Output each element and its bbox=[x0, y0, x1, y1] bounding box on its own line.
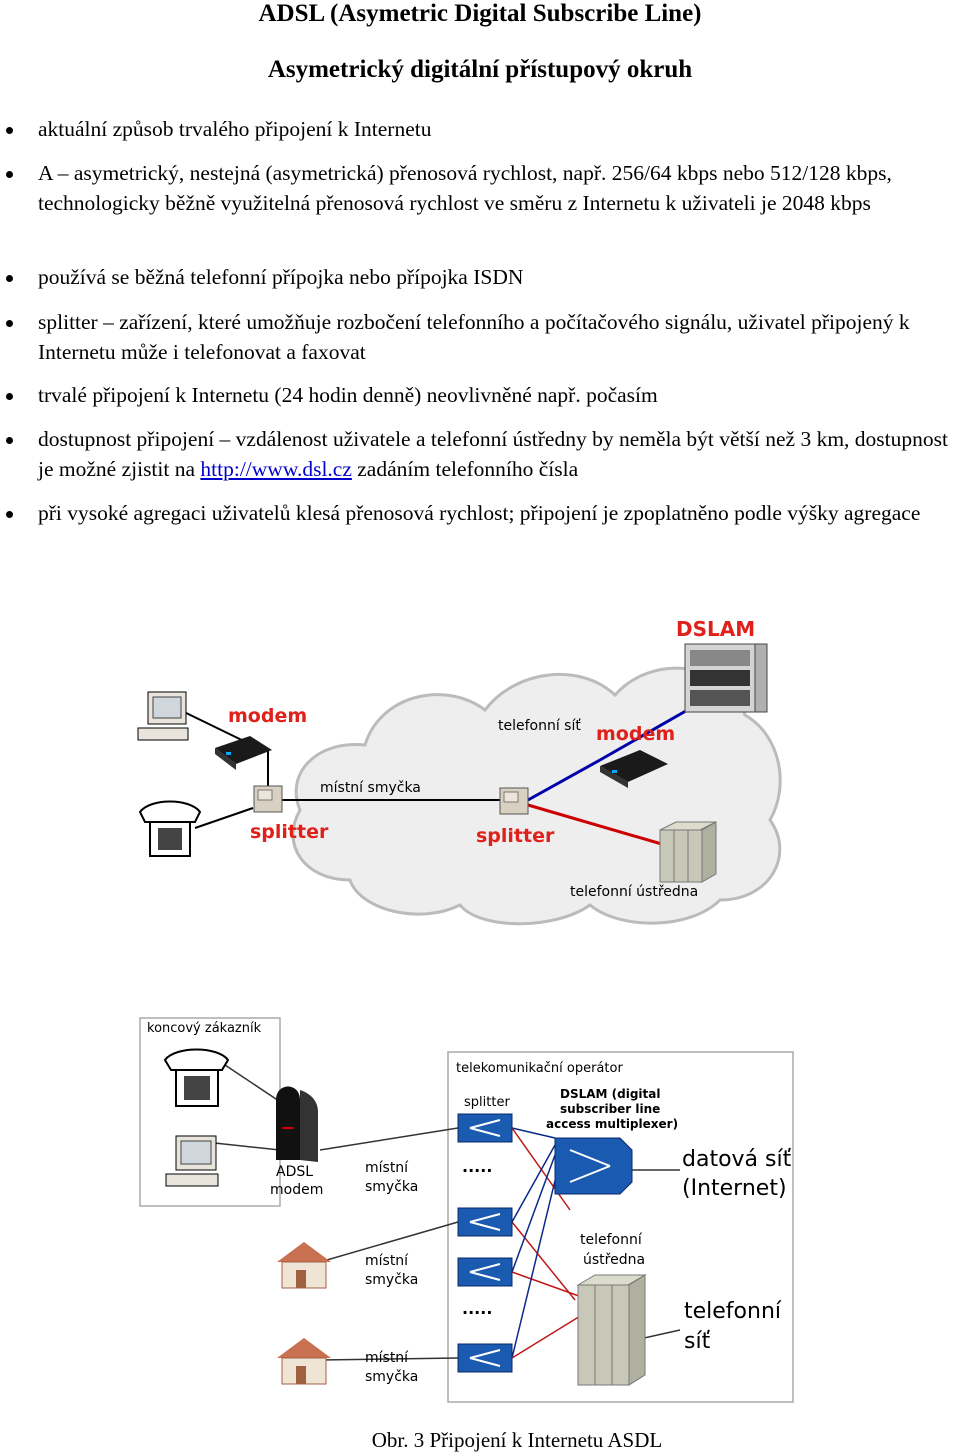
splitter-label-left: splitter bbox=[250, 821, 329, 843]
local-loop-label: místní bbox=[365, 1350, 409, 1366]
operator-label: telekomunikační operátor bbox=[456, 1061, 623, 1076]
splitter-icon bbox=[457, 1207, 513, 1237]
splitter-icon bbox=[457, 1113, 513, 1143]
splitter-icon-left bbox=[253, 785, 283, 813]
modem-device-icon bbox=[215, 736, 272, 770]
splitter-label: splitter bbox=[464, 1095, 510, 1110]
document-title: ADSL (Asymetric Digital Subscribe Line) bbox=[258, 0, 702, 27]
splitter-icon-right bbox=[499, 787, 529, 815]
phone-network-label: telefonní bbox=[684, 1299, 782, 1324]
telephone-icon bbox=[163, 1048, 230, 1107]
exchange-label: ústředna bbox=[583, 1252, 645, 1268]
ellipsis-label: ..... bbox=[462, 1299, 492, 1318]
data-network-label: datová síť bbox=[682, 1147, 792, 1172]
exchange-icon bbox=[576, 1274, 647, 1386]
exchange-label: telefonní bbox=[580, 1232, 643, 1248]
exchange-label: telefonní ústředna bbox=[570, 884, 698, 900]
local-loop-label: místní bbox=[365, 1160, 409, 1176]
local-loop-label: smyčka bbox=[365, 1272, 418, 1288]
bullet-text: zadáním telefonního čísla bbox=[351, 457, 579, 481]
adsl-diagram-top: modem splitter místní smyčka telefonní s… bbox=[137, 617, 782, 926]
bullet-item: při vysoké agregaci uživatelů klesá přen… bbox=[6, 498, 960, 528]
dslam-icon bbox=[554, 1137, 633, 1195]
modem-label-right: modem bbox=[596, 723, 675, 745]
adsl-diagram-bottom: koncový zákazník telekomunikační operáto… bbox=[139, 1017, 794, 1403]
local-loop-label: smyčka bbox=[365, 1369, 418, 1385]
telephone-icon bbox=[138, 800, 202, 857]
modem-label-left: modem bbox=[228, 705, 307, 727]
adsl-modem-label: modem bbox=[270, 1182, 323, 1198]
phone-network-label: telefonní síť bbox=[498, 718, 581, 734]
splitter-icon bbox=[457, 1343, 513, 1373]
customer-label: koncový zákazník bbox=[147, 1021, 262, 1036]
bullet-item: A – asymetrický, nestejná (asymetrická) … bbox=[6, 158, 960, 218]
house-icon bbox=[277, 1242, 331, 1289]
local-loop-label: místní smyčka bbox=[320, 780, 421, 796]
document-subtitle: Asymetrický digitální přístupový okruh bbox=[267, 56, 693, 83]
dslam-label: DSLAM bbox=[676, 617, 755, 641]
bullet-item: dostupnost připojení – vzdálenost uživat… bbox=[6, 424, 960, 484]
exchange-icon bbox=[659, 821, 717, 883]
computer-icon bbox=[137, 691, 189, 741]
bullet-item: aktuální způsob trvalého připojení k Int… bbox=[6, 114, 960, 144]
figure-caption: Obr. 3 Připojení k Internetu ASDL bbox=[371, 1428, 663, 1452]
connection-lines bbox=[204, 1064, 681, 1361]
splitter-icon bbox=[457, 1257, 513, 1287]
house-icon bbox=[277, 1338, 331, 1385]
ellipsis-label: ..... bbox=[462, 1157, 492, 1176]
splitter-label-right: splitter bbox=[476, 825, 555, 847]
computer-icon bbox=[165, 1135, 219, 1187]
local-loop-label: smyčka bbox=[365, 1179, 418, 1195]
dsl-link[interactable]: http://www.dsl.cz bbox=[200, 457, 352, 481]
dslam-label: DSLAM (digital bbox=[560, 1087, 661, 1101]
modem-device-icon bbox=[600, 750, 668, 788]
bullet-item: trvalé připojení k Internetu (24 hodin d… bbox=[6, 380, 960, 410]
bullet-item: používá se běžná telefonní přípojka nebo… bbox=[6, 262, 960, 292]
bullet-item: splitter – zařízení, které umožňuje rozb… bbox=[6, 307, 960, 367]
data-network-label: (Internet) bbox=[682, 1176, 787, 1201]
adsl-modem-label: ADSL bbox=[276, 1164, 313, 1180]
phone-network-label: síť bbox=[684, 1329, 711, 1354]
local-loop-label: místní bbox=[365, 1253, 409, 1269]
bullet-text: dostupnost připojení – vzdálenost uživat… bbox=[38, 427, 948, 481]
dslam-rack-icon bbox=[684, 643, 768, 713]
dslam-label: access multiplexer) bbox=[546, 1117, 678, 1131]
dslam-label: subscriber line bbox=[560, 1102, 660, 1116]
adsl-modem-icon bbox=[276, 1086, 318, 1162]
